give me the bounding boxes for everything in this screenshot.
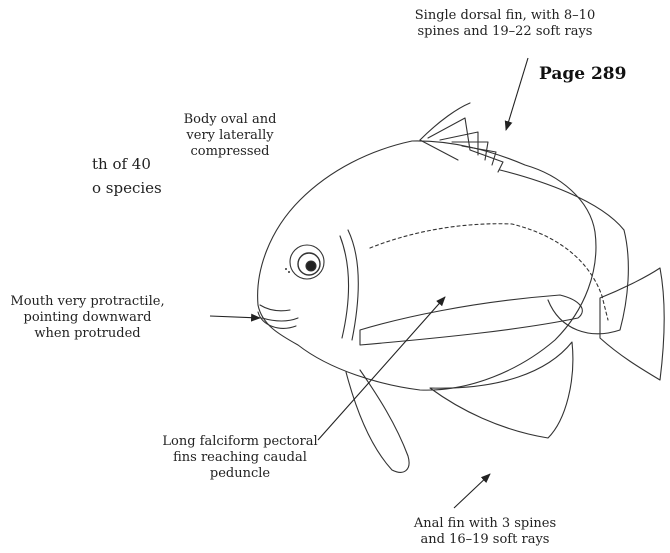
dorsal-spines	[420, 103, 503, 172]
caudal-fin	[600, 268, 664, 380]
arrow-anal	[454, 474, 490, 508]
dorsal-fin	[500, 170, 628, 334]
mouth	[258, 305, 298, 328]
eye	[290, 245, 324, 279]
operculum	[340, 230, 358, 340]
pelvic-fin	[346, 370, 409, 472]
arrow-mouth	[210, 316, 260, 318]
arrow-dorsal	[506, 58, 528, 130]
anal-fin	[430, 342, 573, 438]
arrow-pectoral	[318, 297, 445, 440]
lateral-line	[370, 224, 608, 320]
